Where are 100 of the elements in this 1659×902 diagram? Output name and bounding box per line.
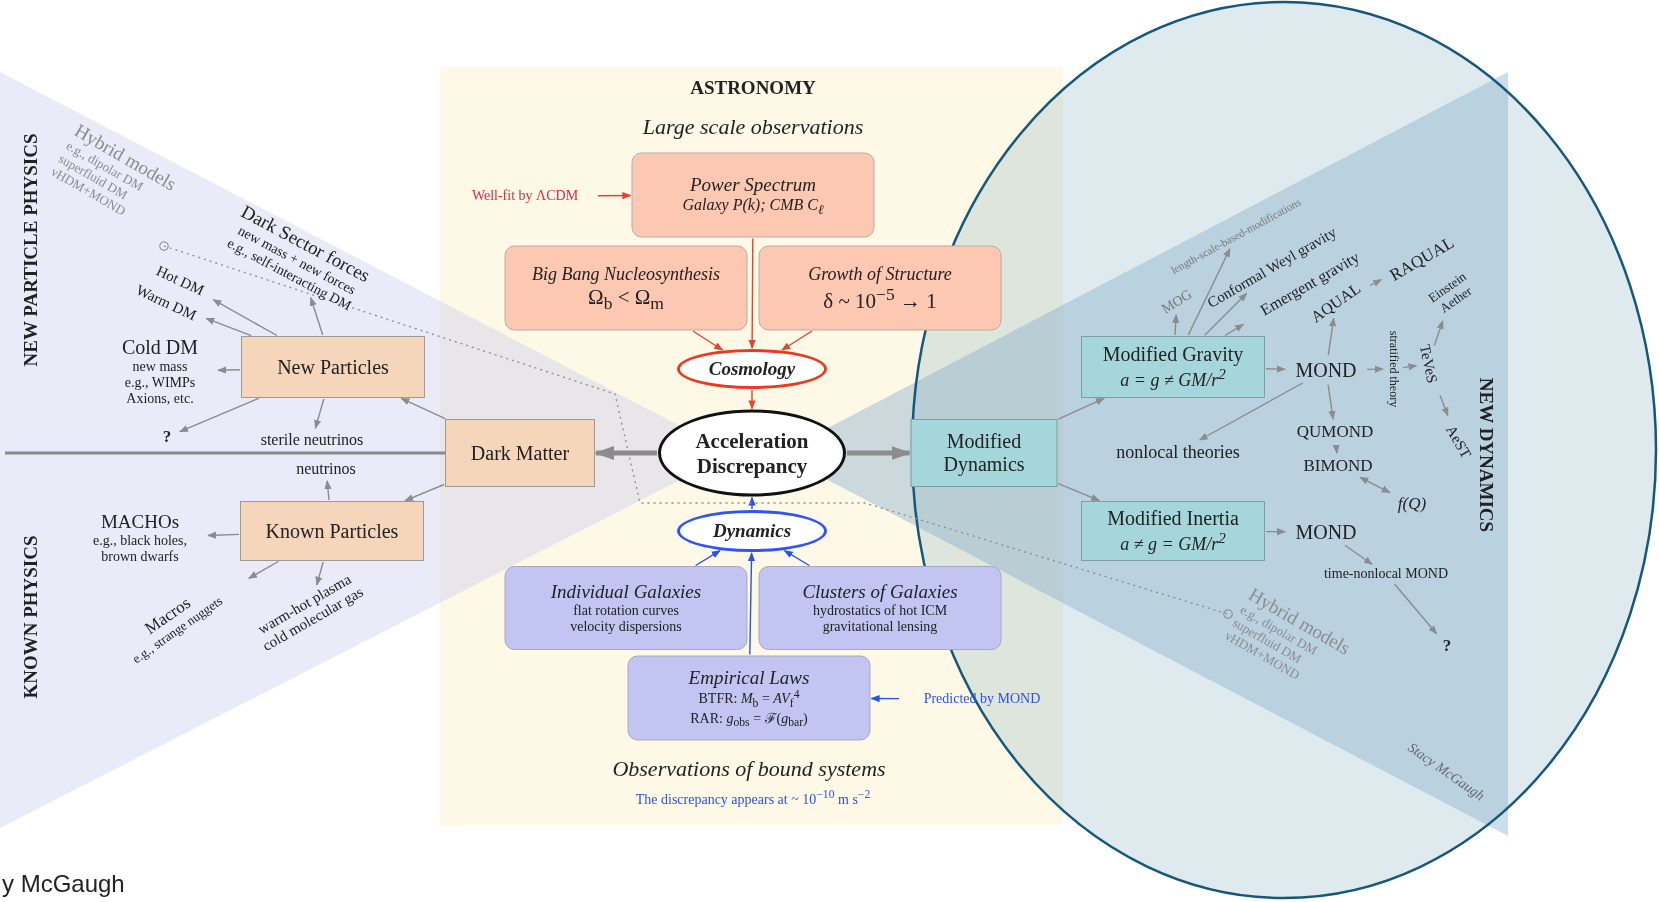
arrow	[1327, 383, 1336, 420]
box-title: Modified Gravity	[1102, 343, 1244, 367]
box-title: Big Bang Nucleosynthesis	[532, 263, 720, 285]
box-title: Individual Galaxies	[550, 581, 702, 603]
arrow	[315, 561, 324, 586]
node-label: MACHOs	[100, 511, 180, 533]
node-label: BIMOND	[1303, 456, 1373, 476]
observation-box	[758, 566, 1002, 650]
arrow	[1359, 476, 1391, 494]
arrow	[1265, 528, 1286, 536]
arrow	[1394, 583, 1438, 635]
box-title: Empirical Laws	[688, 666, 810, 688]
node-label: Cold DM	[121, 336, 199, 360]
node-label: ?	[162, 427, 172, 447]
category-box	[1081, 501, 1265, 561]
box-text: a = g ≠ GM/r$^{2}$	[1120, 366, 1226, 391]
node-label: QUMOND	[1296, 422, 1374, 442]
node-label: TeVeS	[1415, 343, 1441, 385]
arrow	[217, 366, 241, 374]
arrow	[248, 560, 280, 579]
box-text: Ω$_{b}$ < Ω$_{m}$	[588, 284, 664, 313]
node-note: e.g., black holes,	[92, 532, 188, 549]
arrow	[1057, 397, 1105, 420]
node-label: Well-fit by ΛCDM	[471, 187, 579, 205]
section-label: NEW PARTICLE PHYSICS	[20, 133, 42, 367]
box-text: δ ~ 10$^{−5}$ → 1	[823, 283, 937, 313]
arrow	[1224, 323, 1245, 337]
arrow	[847, 446, 912, 460]
node-label: f(Q)	[1397, 494, 1427, 514]
arrow	[1172, 313, 1180, 336]
arrow	[781, 330, 813, 351]
category-box	[910, 419, 1058, 487]
observation-box	[504, 245, 748, 331]
category-box	[1081, 336, 1265, 398]
box-text: Galaxy P(k); CMB C$_{ℓ}$	[682, 195, 824, 217]
section-label: NEW DYNAMICS	[1475, 377, 1497, 533]
arrow	[205, 317, 252, 337]
observation-box	[627, 655, 871, 741]
dotted-line	[159, 241, 1233, 619]
box-title: Growth of Structure	[808, 263, 952, 284]
arrow	[597, 191, 632, 200]
arrow	[309, 296, 324, 336]
node-label: MOND	[1295, 520, 1357, 544]
arrow	[1332, 444, 1340, 454]
arrow	[1057, 483, 1101, 502]
observation-box	[631, 152, 875, 238]
arrow	[1439, 394, 1449, 417]
arrow	[1402, 363, 1418, 371]
box-text: gravitational lensing	[822, 618, 938, 635]
arrow	[1433, 320, 1444, 347]
heading-text: The discrepancy appears at ~ 10$^{−10}$ m s$^{−2}$	[635, 788, 871, 808]
arrow	[178, 397, 260, 433]
arrow	[400, 397, 446, 420]
box-title: Modified Dynamics	[942, 430, 1026, 476]
node-label: ?	[1442, 636, 1452, 656]
box-text: RAR: g$_{obs}$ = ℱ(g$_{bar}$)	[690, 710, 808, 730]
arrow	[1366, 365, 1384, 373]
box-title: Clusters of Galaxies	[802, 581, 958, 603]
node-label: sterile neutrinos	[260, 430, 364, 450]
heading-text: Large scale observations	[642, 114, 864, 140]
heading-text: ASTRONOMY	[690, 77, 816, 99]
arrow	[1265, 365, 1286, 373]
heading-text: Observations of bound systems	[612, 756, 886, 782]
arrow	[314, 398, 325, 429]
category-box	[445, 419, 595, 487]
box-title: Known Particles	[265, 519, 399, 543]
box-text: a ≠ g = GM/r$^{2}$	[1120, 530, 1226, 555]
arrow	[1369, 279, 1383, 287]
arrow	[748, 389, 756, 410]
arrow	[747, 552, 756, 656]
box-text: velocity dispersions	[570, 618, 682, 635]
box-title: Dynamics	[712, 520, 792, 542]
category-box	[240, 501, 424, 561]
node-label: neutrinos	[296, 459, 356, 479]
arrow	[748, 237, 756, 349]
node-note: e.g., WIMPs	[124, 375, 196, 392]
arrow	[692, 330, 724, 351]
node-note: new mass	[132, 359, 188, 376]
node-label: nonlocal theories	[1116, 441, 1240, 463]
arrow	[1344, 544, 1373, 565]
arrow	[1327, 317, 1337, 357]
arrow	[324, 480, 332, 501]
box-title: Acceleration Discrepancy	[694, 428, 810, 478]
arrow	[404, 483, 445, 502]
box-text: hydrostatics of hot ICM	[812, 602, 948, 619]
node-note: brown dwarfs	[101, 548, 179, 565]
arrow	[1204, 292, 1248, 336]
heading-text: y McGaugh	[2, 870, 125, 898]
arrow	[1187, 247, 1231, 336]
box-title: New Particles	[277, 355, 389, 379]
node-label: stratified theory	[1386, 330, 1400, 408]
box-title: Cosmology	[708, 358, 796, 380]
observation-box	[758, 245, 1002, 331]
box-title: Power Spectrum	[689, 173, 817, 196]
category-box	[241, 336, 425, 398]
box-title: Dark Matter	[470, 441, 570, 465]
arrow	[594, 446, 657, 460]
arrow	[748, 496, 756, 510]
observation-box	[504, 566, 748, 650]
box-title: Modified Inertia	[1107, 507, 1239, 531]
